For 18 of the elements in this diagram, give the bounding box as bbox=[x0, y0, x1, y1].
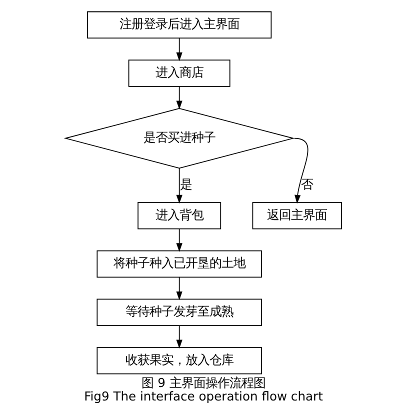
arrow bbox=[176, 228, 182, 252]
arrow bbox=[176, 168, 182, 204]
arrow bbox=[176, 38, 182, 62]
arrow bbox=[176, 86, 182, 110]
node-box: 返回主界面 bbox=[252, 202, 342, 230]
node-box: 注册登录后进入主界面 bbox=[86, 11, 272, 39]
node-box: 收获果实，放入仓库 bbox=[96, 347, 262, 374]
arrow bbox=[176, 325, 182, 349]
node-box: 进入背包 bbox=[137, 202, 221, 230]
edge-label: 否 bbox=[300, 178, 313, 192]
node-box: 进入商店 bbox=[128, 60, 230, 87]
arrow bbox=[294, 138, 308, 204]
node-diamond: 是否买进种子 bbox=[63, 108, 294, 169]
caption: 图 9 主界面操作流程图 Fig9 The interface operation flow chart bbox=[84, 376, 322, 404]
arrow bbox=[176, 276, 182, 300]
node-box: 将种子种入已开垦的土地 bbox=[96, 250, 262, 278]
edge-label: 是 bbox=[179, 178, 192, 192]
node-box: 等待种子发芽至成熟 bbox=[96, 298, 262, 326]
